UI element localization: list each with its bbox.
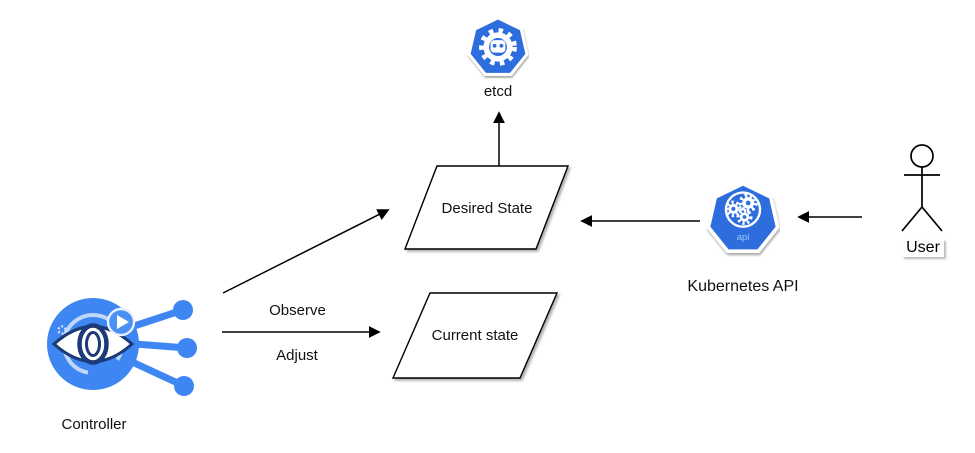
current-state-shape: [391, 292, 559, 379]
node-user: User: [882, 134, 964, 257]
arrow-controller-to-desired-state: [222, 209, 390, 294]
api-gear-large: [738, 193, 758, 213]
api-gear-left: [725, 200, 742, 218]
api-gear-bottom: [736, 208, 753, 226]
user-actor-icon: [901, 144, 943, 232]
node-controller: Controller: [40, 288, 200, 433]
kubernetes-api-label: Kubernetes API: [687, 278, 799, 295]
node-kubernetes-api: api Kubernetes API: [670, 180, 816, 296]
node-desired-state: Desired State: [398, 160, 576, 256]
desired-state-shape: [403, 165, 570, 250]
node-etcd: etcd: [455, 14, 541, 101]
etcd-face: [490, 40, 506, 53]
controller-port-bottom: [174, 376, 194, 396]
node-current-state: Current state: [386, 286, 564, 384]
kubernetes-api-icon: api: [706, 181, 780, 254]
current-state-label: Current state: [431, 326, 519, 344]
etcd-label: etcd: [483, 83, 513, 100]
etcd-gear-teeth: [479, 28, 517, 66]
controller-eye: [51, 323, 135, 365]
user-label: User: [902, 239, 944, 257]
desired-state-label: Desired State: [441, 199, 533, 217]
api-badge-text: api: [737, 232, 750, 243]
etcd-gear-ring: [483, 32, 513, 62]
controller-port-mid: [177, 338, 197, 358]
observe-label: Observe: [269, 302, 326, 319]
play-icon: [106, 307, 136, 337]
controller-label: Controller: [61, 416, 127, 433]
etcd-icon: [467, 16, 529, 76]
controller-gear-deco: [57, 325, 67, 335]
adjust-label: Adjust: [276, 347, 318, 364]
controller-port-top: [173, 300, 193, 320]
controller-icon: [47, 298, 197, 396]
